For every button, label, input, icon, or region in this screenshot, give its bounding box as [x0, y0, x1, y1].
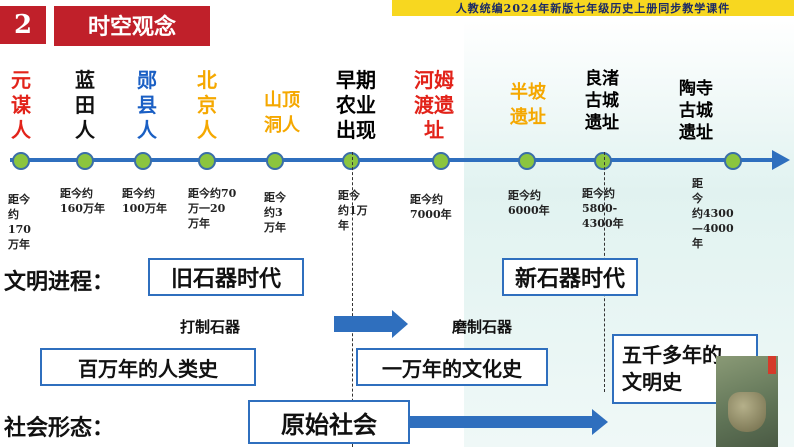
- social-form-label: 社会形态：: [4, 416, 115, 441]
- culture-history-box: 一万年的文化史: [356, 348, 548, 386]
- timeline-node: [342, 152, 360, 170]
- site-liangzhu: 良渚 古城 遗址: [585, 69, 619, 133]
- date-beijing: 距今约70 万一20 万年: [188, 187, 237, 230]
- timeline-node: [76, 152, 94, 170]
- site-banpo: 半坡 遗址: [510, 82, 546, 128]
- timeline-axis: [10, 158, 776, 162]
- date-hemudu: 距今约 7000年: [410, 193, 452, 221]
- neolithic-box: 新石器时代: [502, 258, 638, 296]
- timeline-node: [266, 152, 284, 170]
- timeline-node: [198, 152, 216, 170]
- section-title: 时空观念: [54, 6, 210, 44]
- timeline-arrowhead: [772, 150, 790, 170]
- section-number-badge: 2: [0, 6, 46, 44]
- human-history-box: 百万年的人类史: [40, 348, 256, 386]
- timeline-node: [134, 152, 152, 170]
- date-yuanmou: 距今 约 170 万年: [8, 193, 31, 251]
- tools-arrow-body: [334, 316, 392, 332]
- paleolithic-box: 旧石器时代: [148, 258, 304, 296]
- site-yunxian: 郧 县 人: [137, 68, 157, 142]
- date-banpo: 距今约 6000年: [508, 189, 550, 217]
- relic-tag: [768, 356, 776, 374]
- site-hemudu: 河姆 渡遗 址: [414, 68, 454, 142]
- society-arrow-body: [380, 416, 594, 428]
- date-yunxian: 距今约 100万年: [122, 187, 167, 215]
- site-lantian: 蓝 田 人: [75, 68, 95, 142]
- site-shandingdong: 山顶 洞人: [264, 90, 300, 136]
- timeline-node: [432, 152, 450, 170]
- site-yuanmou: 元 谋 人: [11, 68, 31, 142]
- society-arrow-tip: [592, 409, 608, 435]
- site-early-agriculture: 早期 农业 出现: [336, 68, 376, 142]
- divider-neolithic: [352, 152, 353, 447]
- date-lantian: 距今约 160万年: [60, 187, 105, 215]
- timeline-node: [724, 152, 742, 170]
- timeline-node: [12, 152, 30, 170]
- relic-vessel: [728, 392, 766, 432]
- timeline-node: [594, 152, 612, 170]
- tools-arrow-tip: [392, 310, 408, 338]
- course-title-banner: 人教统编2024年新版七年级历史上册同步教学课件: [392, 0, 794, 16]
- site-taosi: 陶寺 古城 遗址: [679, 79, 713, 143]
- timeline-node: [518, 152, 536, 170]
- date-shandingdong: 距今 约3 万年: [264, 191, 286, 234]
- date-liangzhu: 距今约 5800- 4300年: [582, 187, 624, 230]
- chipped-stone-tools-label: 打制石器: [180, 318, 241, 336]
- date-taosi: 距 今 约4300 —4000 年: [692, 177, 734, 250]
- primitive-society-box: 原始社会: [248, 400, 410, 444]
- polished-stone-tools-label: 磨制石器: [452, 318, 513, 336]
- site-beijing: 北 京 人: [197, 68, 217, 142]
- date-early-agriculture: 距今 约1万 年: [338, 189, 368, 232]
- header-divider: [54, 44, 210, 46]
- civilization-progress-label: 文明进程：: [4, 270, 115, 295]
